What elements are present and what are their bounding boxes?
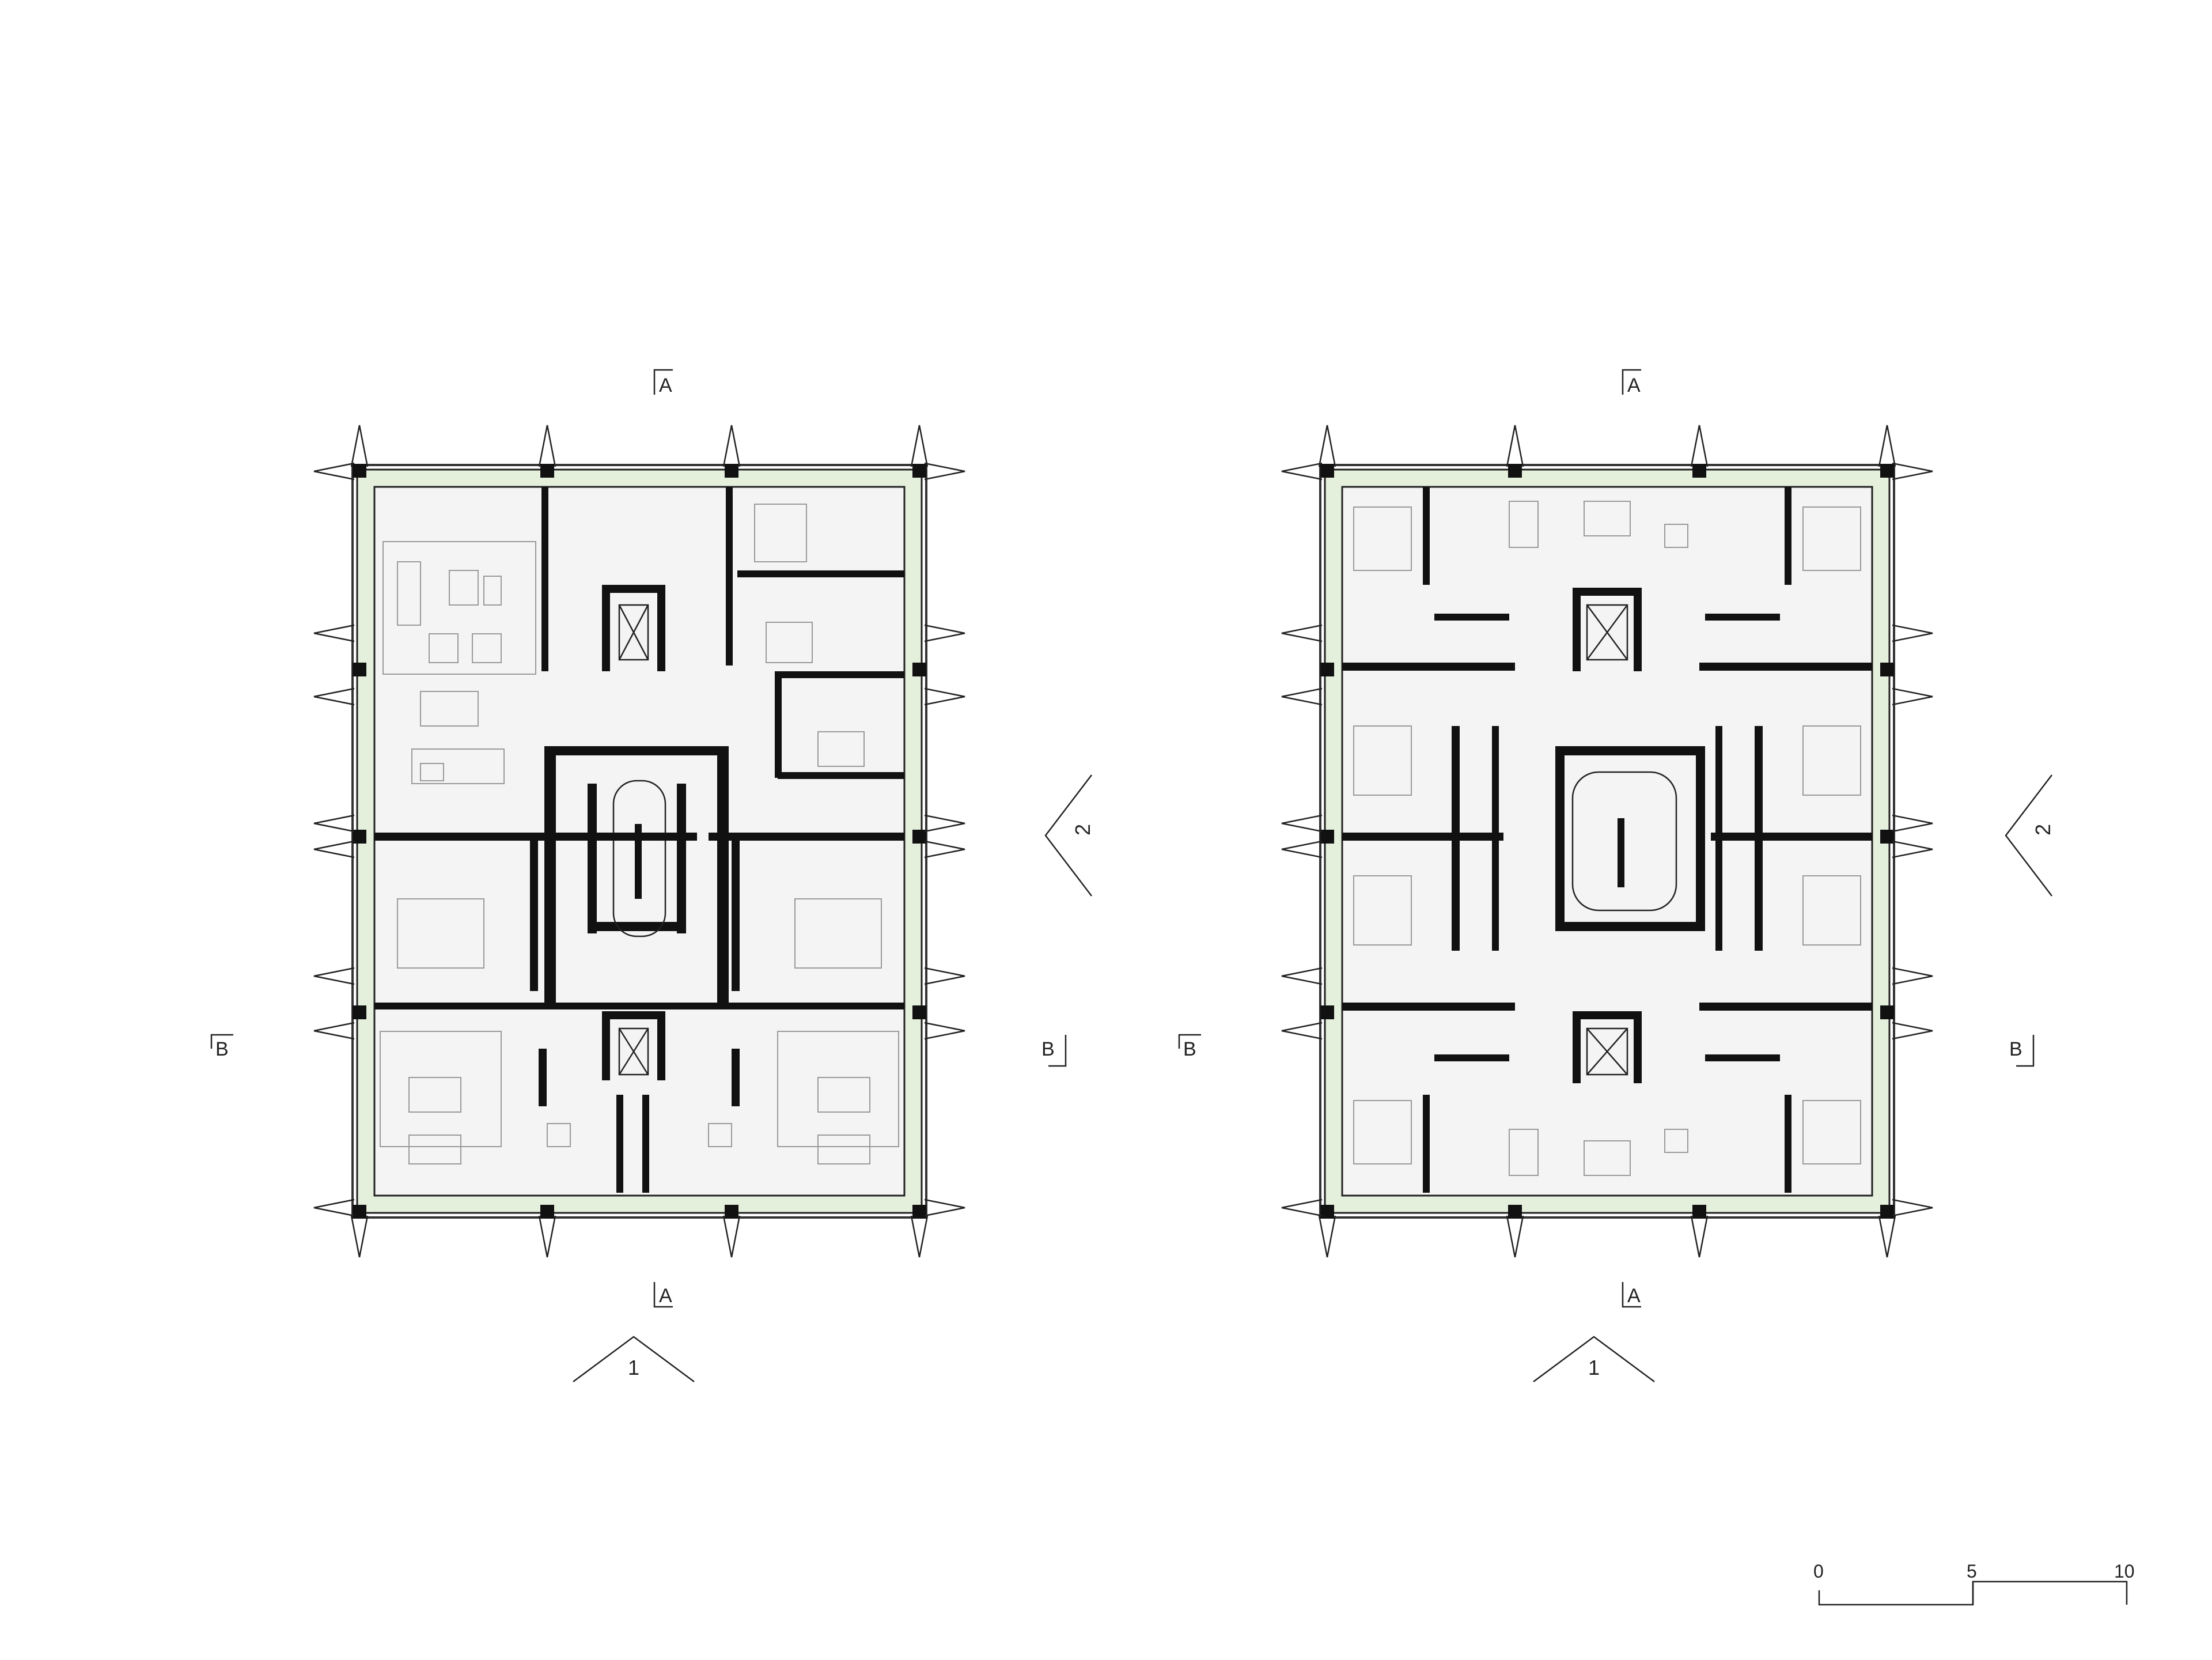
svg-text:B: B xyxy=(215,1038,229,1060)
svg-text:A: A xyxy=(659,1285,672,1307)
furniture-right xyxy=(1353,501,1861,1176)
section-mark-a-top-right: A xyxy=(1622,369,1641,396)
partitions-right xyxy=(1342,487,1872,1193)
columns-right xyxy=(1320,464,1894,1219)
section-mark-b-right-right: B xyxy=(2009,1035,2035,1067)
scale-bar: 0 5 10 xyxy=(1813,1561,2135,1606)
svg-text:A: A xyxy=(659,375,672,396)
furniture-left xyxy=(380,504,899,1164)
grid-markers xyxy=(313,425,1933,1258)
plan-right xyxy=(1319,464,1895,1219)
scale-tick-5: 5 xyxy=(1967,1561,1977,1582)
svg-text:B: B xyxy=(2009,1038,2022,1060)
columns-left xyxy=(353,464,926,1219)
svg-text:A: A xyxy=(1627,375,1641,396)
section-mark-a-top-left: A xyxy=(653,369,673,396)
svg-text:B: B xyxy=(1041,1038,1055,1060)
section-mark-b-right-left: B xyxy=(1041,1035,1067,1067)
section-marks: A A B B A A B B xyxy=(210,369,2035,1308)
view-marker-1-left: 1 xyxy=(573,1336,695,1383)
plan-left xyxy=(351,464,927,1219)
svg-text:2: 2 xyxy=(2031,824,2055,835)
view-marker-1-right: 1 xyxy=(1533,1336,1655,1383)
partitions-left xyxy=(374,487,904,1193)
svg-text:2: 2 xyxy=(1071,824,1094,835)
section-mark-b-left-right: B xyxy=(1178,1034,1201,1060)
svg-text:A: A xyxy=(1627,1285,1641,1307)
svg-text:1: 1 xyxy=(628,1356,639,1379)
section-mark-a-bottom-right: A xyxy=(1622,1282,1641,1308)
scale-tick-0: 0 xyxy=(1813,1561,1824,1582)
view-marker-2-left: 2 xyxy=(1044,774,1094,897)
svg-text:1: 1 xyxy=(1588,1356,1600,1379)
core-left xyxy=(544,585,729,1080)
view-markers: 1 1 2 2 xyxy=(573,774,2055,1383)
section-mark-b-left-left: B xyxy=(210,1034,233,1060)
scale-tick-10: 10 xyxy=(2114,1561,2135,1582)
view-marker-2-right: 2 xyxy=(2005,774,2055,897)
section-mark-a-bottom-left: A xyxy=(653,1282,673,1308)
core-right xyxy=(1555,588,1705,1083)
svg-text:B: B xyxy=(1183,1038,1196,1060)
